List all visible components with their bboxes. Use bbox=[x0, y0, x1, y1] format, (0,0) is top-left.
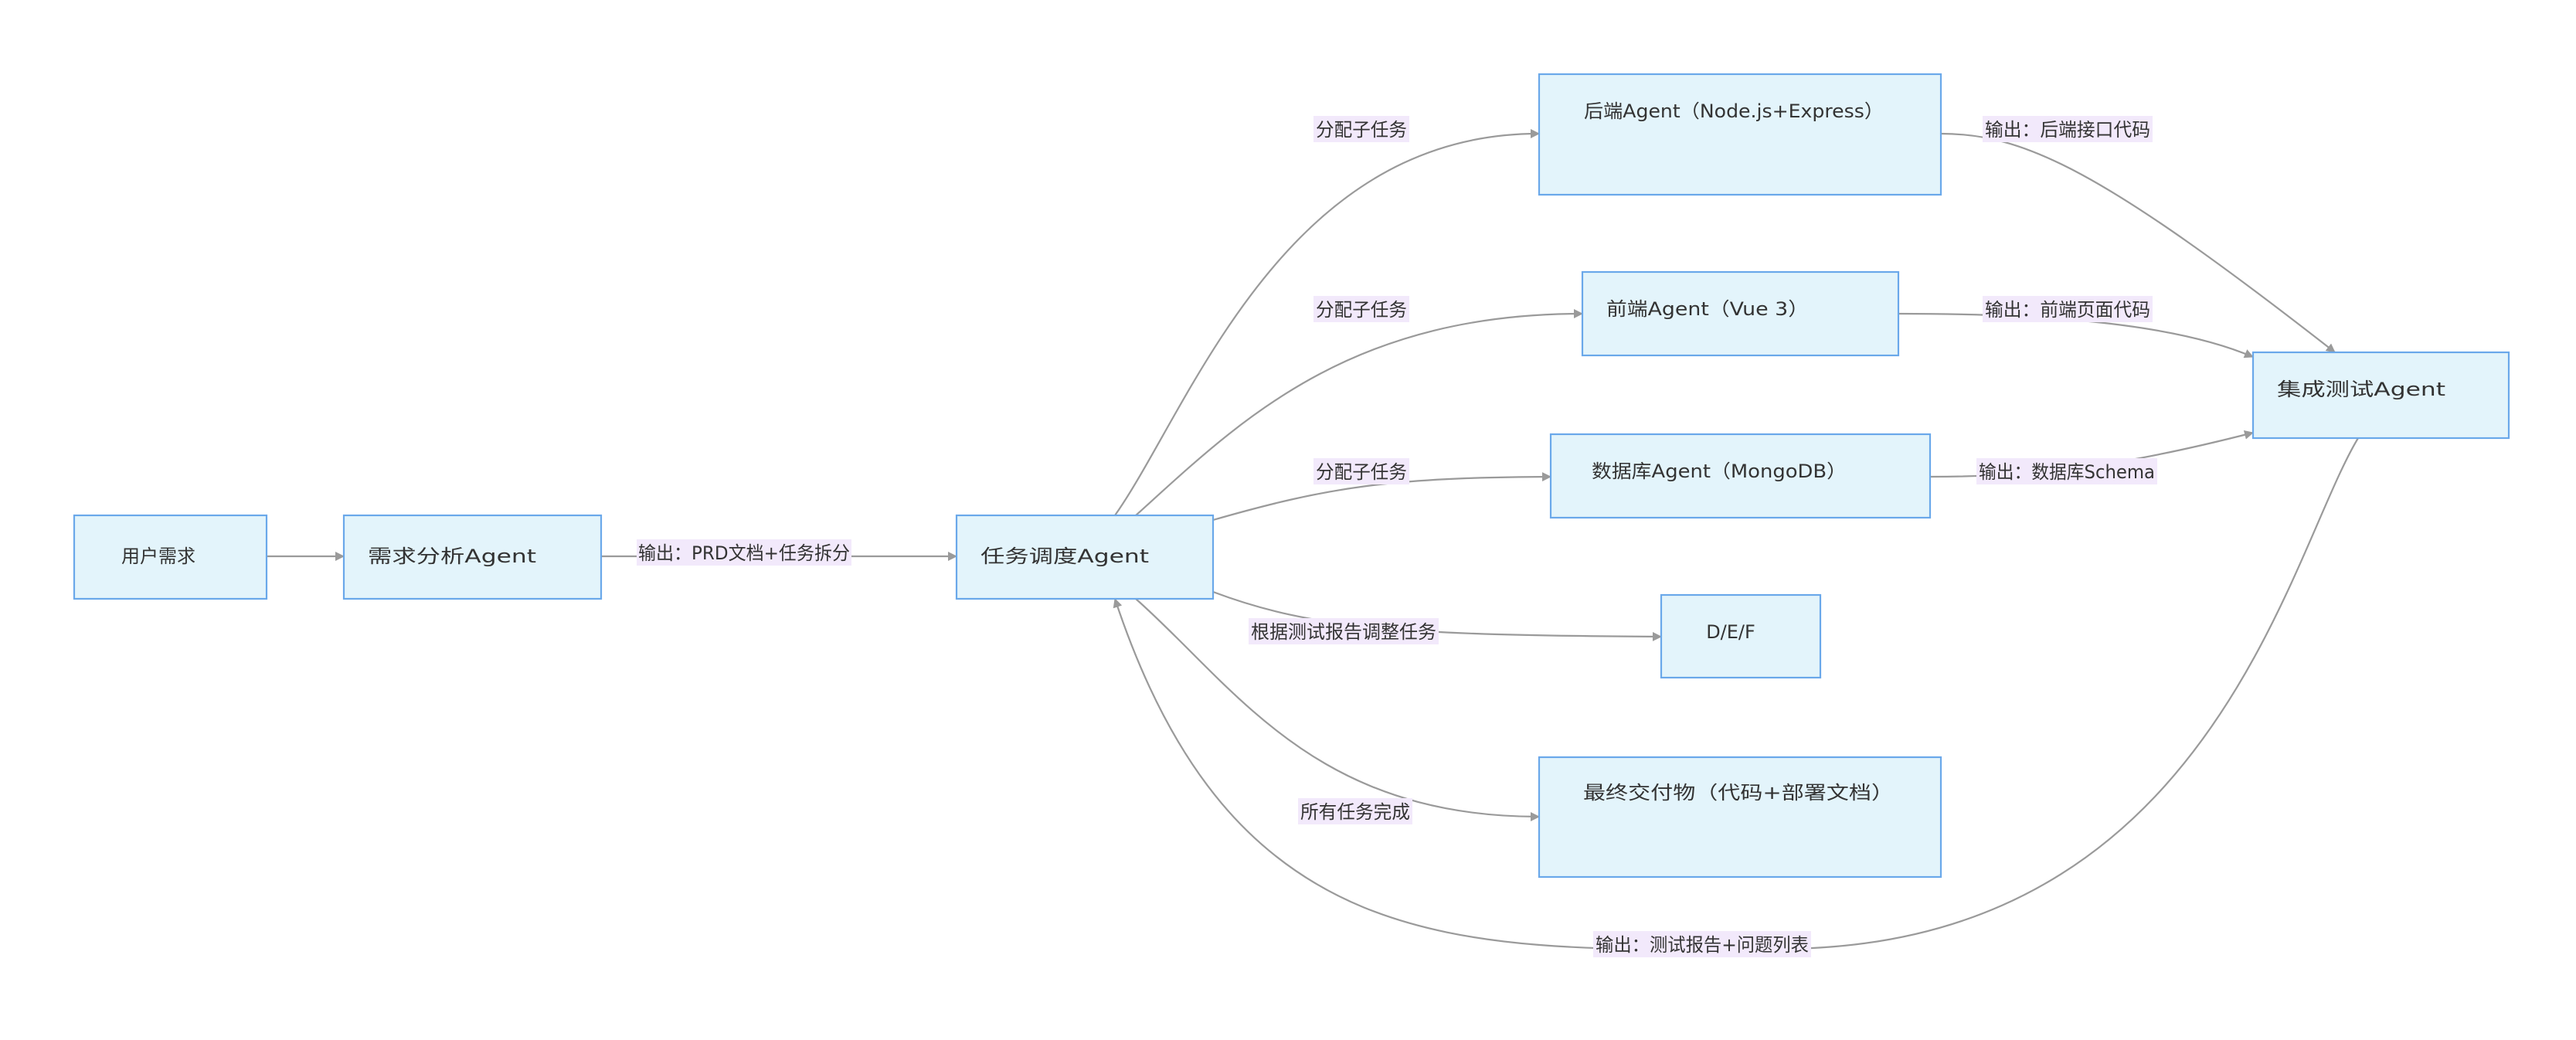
edge-label-frontend-out: 输出：前端页面代码 bbox=[1983, 296, 2153, 322]
node-final-deliverable[interactable]: 最终交付物（代码+部署文档） bbox=[1538, 756, 1942, 879]
edge-label-bg bbox=[1976, 458, 2157, 484]
edge-labels: 输出：PRD文档+任务拆分 分配子任务 分配子任务 分配子任务 根据测试报告调整… bbox=[637, 116, 2157, 957]
node-frontend-agent[interactable]: 前端Agent（Vue 3） bbox=[1581, 270, 1900, 357]
edge-label-bg bbox=[1983, 296, 2153, 322]
node-label: 后端Agent（Node.js+Express） bbox=[1584, 100, 1884, 122]
nodes: 用户需求 需求分析Agent 任务调度Agent 后端Agent（Node.js… bbox=[73, 73, 2510, 879]
edge-dispatcher-to-database bbox=[1212, 472, 1551, 522]
node-box bbox=[1538, 756, 1942, 879]
edge-label-text: 分配子任务 bbox=[1316, 119, 1407, 141]
edge-label-text: 分配子任务 bbox=[1316, 461, 1407, 483]
edge-label-bg bbox=[1593, 931, 1811, 957]
edge-label-text: 输出：测试报告+问题列表 bbox=[1596, 934, 1809, 956]
edge-label-backend-out: 输出：后端接口代码 bbox=[1983, 116, 2153, 142]
edge-label-assign-db: 分配子任务 bbox=[1313, 458, 1409, 484]
node-box bbox=[1581, 270, 1900, 357]
edge-label-text: 输出：PRD文档+任务拆分 bbox=[638, 542, 850, 564]
node-integration-test[interactable]: 集成测试Agent bbox=[2251, 351, 2510, 440]
edge-label-db-out: 输出：数据库Schema bbox=[1976, 458, 2157, 484]
node-label: 需求分析Agent bbox=[368, 545, 536, 567]
edge-label-all-done: 所有任务完成 bbox=[1298, 798, 1412, 824]
node-label: D/E/F bbox=[1706, 621, 1755, 643]
edge-label-bg bbox=[1313, 116, 1409, 142]
edge-label-bg bbox=[1983, 116, 2153, 142]
node-label: 用户需求 bbox=[121, 545, 195, 567]
node-box bbox=[1549, 433, 1932, 519]
edge-label-text: 输出：前端页面代码 bbox=[1985, 299, 2150, 321]
edge-dispatcher-to-frontend bbox=[1135, 309, 1583, 516]
edge-label-assign-frontend: 分配子任务 bbox=[1313, 296, 1409, 322]
edge-label-bg bbox=[1313, 458, 1409, 484]
edge-label-test-report: 输出：测试报告+问题列表 bbox=[1593, 931, 1811, 957]
node-label: 任务调度Agent bbox=[980, 545, 1149, 567]
edge-label-text: 所有任务完成 bbox=[1300, 801, 1410, 823]
node-label: 最终交付物（代码+部署文档） bbox=[1583, 782, 1894, 804]
edge-label-text: 分配子任务 bbox=[1316, 299, 1407, 321]
edge-dispatcher-to-backend bbox=[1114, 128, 1540, 516]
node-box bbox=[1538, 73, 1942, 196]
edge-backend-to-integration bbox=[1940, 132, 2336, 353]
node-backend-agent[interactable]: 后端Agent（Node.js+Express） bbox=[1538, 73, 1942, 196]
edge-label-text: 根据测试报告调整任务 bbox=[1251, 621, 1436, 643]
node-box bbox=[1660, 593, 1822, 679]
node-user-requirement[interactable]: 用户需求 bbox=[73, 514, 268, 600]
edge-label-req-to-dispatch: 输出：PRD文档+任务拆分 bbox=[637, 539, 851, 566]
node-label: 数据库Agent（MongoDB） bbox=[1592, 461, 1847, 482]
node-task-dispatcher[interactable]: 任务调度Agent bbox=[955, 514, 1215, 600]
node-box bbox=[73, 514, 268, 600]
edge-label-bg bbox=[1249, 618, 1439, 644]
node-box bbox=[342, 514, 603, 600]
node-database-agent[interactable]: 数据库Agent（MongoDB） bbox=[1549, 433, 1932, 519]
edge-label-adjust-tasks: 根据测试报告调整任务 bbox=[1249, 618, 1439, 644]
edge-label-text: 输出：后端接口代码 bbox=[1985, 119, 2150, 141]
edge-label-bg bbox=[1313, 296, 1409, 322]
edge-dispatcher-to-final bbox=[1135, 598, 1540, 821]
node-box bbox=[955, 514, 1215, 600]
node-requirement-analysis[interactable]: 需求分析Agent bbox=[342, 514, 603, 600]
node-def[interactable]: D/E/F bbox=[1660, 593, 1822, 679]
node-label: 集成测试Agent bbox=[2277, 379, 2445, 400]
edge-label-bg bbox=[637, 539, 851, 566]
edge-label-text: 输出：数据库Schema bbox=[1979, 461, 2155, 483]
node-label: 前端Agent（Vue 3） bbox=[1606, 298, 1809, 320]
edge-label-assign-backend: 分配子任务 bbox=[1313, 116, 1409, 142]
edge-label-bg bbox=[1298, 798, 1412, 824]
node-box bbox=[2251, 351, 2510, 440]
